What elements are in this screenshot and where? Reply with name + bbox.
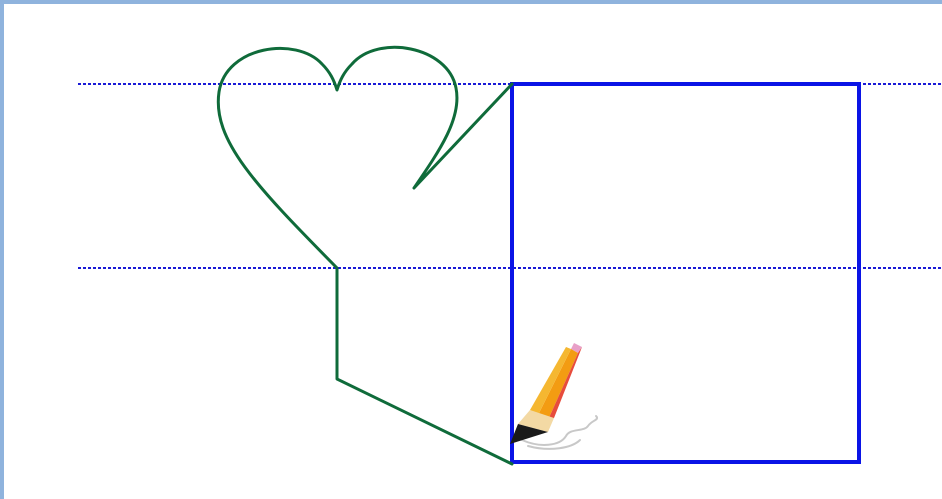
pencil-icon[interactable] [510,343,582,444]
heart-outline[interactable] [218,47,512,464]
square-outline[interactable] [512,84,859,462]
